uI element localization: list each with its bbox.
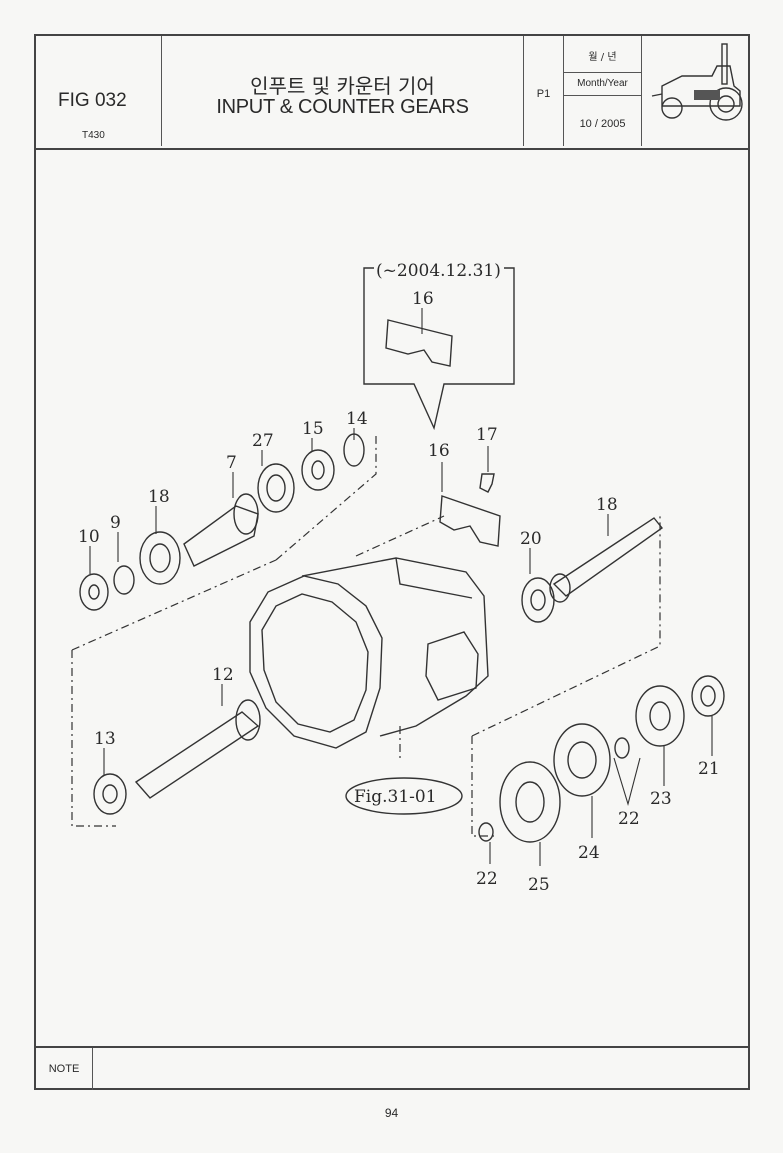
- parts-sheet: FIG 032 T430 인푸트 및 카운터 기어 INPUT & COUNTE…: [34, 34, 750, 1090]
- callout-8: 18: [148, 487, 170, 507]
- callout-25: 25: [528, 875, 550, 895]
- date-label: Month/Year: [564, 72, 641, 96]
- bearing-27: [257, 463, 295, 513]
- callout-15: 15: [302, 419, 324, 439]
- callout-20: 20: [520, 529, 542, 549]
- gear-25: [499, 761, 561, 843]
- snap-ring-22-upper: [614, 737, 630, 759]
- callout-18: 18: [596, 495, 618, 515]
- reference-oval: [345, 777, 463, 815]
- note-row: NOTE: [36, 1046, 748, 1090]
- date-value: 10 / 2005: [579, 118, 626, 130]
- bearing-21: [691, 675, 725, 717]
- callout-23: 23: [650, 789, 672, 809]
- callout-16-inset: 16: [412, 289, 434, 309]
- title-block: FIG 032 T430 인푸트 및 카운터 기어 INPUT & COUNTE…: [36, 36, 748, 150]
- reference-fig-31-01: Fig.31-01: [354, 787, 437, 807]
- callout-10: 10: [78, 527, 100, 547]
- callout-16: 16: [428, 441, 450, 461]
- title-english: INPUT & COUNTER GEARS: [216, 96, 469, 118]
- title-cell: 인푸트 및 카운터 기어 INPUT & COUNTER GEARS: [162, 36, 524, 146]
- gear-24: [553, 723, 611, 797]
- main-shaft-12: [134, 711, 260, 799]
- figure-number: FIG 032: [58, 90, 127, 111]
- callout-12: 12: [212, 665, 234, 685]
- bearing-8: [139, 531, 181, 585]
- callout-22-lower: 22: [476, 869, 498, 889]
- note-label: NOTE: [36, 1048, 93, 1090]
- page-cell: P1: [524, 36, 564, 146]
- inset-date-label: (~2004.12.31): [376, 261, 501, 281]
- figure-cell: FIG 032 T430: [36, 36, 162, 146]
- washer-10: [79, 573, 109, 611]
- date-korean-label: 월 / 년: [588, 52, 617, 63]
- callout-9: 9: [110, 513, 121, 533]
- snap-ring-22-lower: [478, 822, 494, 842]
- countershaft-18: [552, 517, 664, 597]
- tractor-logo-cell: [642, 36, 752, 146]
- page-code: P1: [536, 88, 551, 100]
- callout-22-upper: 22: [618, 809, 640, 829]
- callout-21: 21: [698, 759, 720, 779]
- model-code: T430: [82, 130, 105, 141]
- bearing-20: [521, 577, 555, 623]
- transmission-case: [249, 557, 489, 749]
- title-korean: 인푸트 및 카운터 기어: [250, 74, 435, 98]
- bearing-13: [93, 773, 127, 815]
- date-cell: 월 / 년 Month/Year 10 / 2005: [564, 36, 642, 146]
- inset-box: (~2004.12.31) 16: [363, 261, 515, 431]
- gasket-plate-16: [385, 319, 453, 367]
- gasket-16: [439, 495, 501, 547]
- callout-17: 17: [476, 425, 498, 445]
- callout-13: 13: [94, 729, 116, 749]
- exploded-parts-diagram: (~2004.12.31) 16 16 17 14 15 27 7: [71, 261, 725, 895]
- tractor-icon: [651, 43, 743, 121]
- input-shaft-7: [183, 505, 259, 567]
- washer-15: [301, 449, 335, 491]
- callout-7: 7: [226, 453, 237, 473]
- callout-24: 24: [578, 843, 600, 863]
- snap-ring-14: [343, 433, 365, 467]
- plug-17: [479, 473, 495, 493]
- gear-23: [635, 685, 685, 747]
- snap-ring-9: [113, 565, 135, 595]
- page-number: 94: [384, 1106, 399, 1120]
- callout-14: 14: [346, 409, 368, 429]
- callout-27: 27: [252, 431, 274, 451]
